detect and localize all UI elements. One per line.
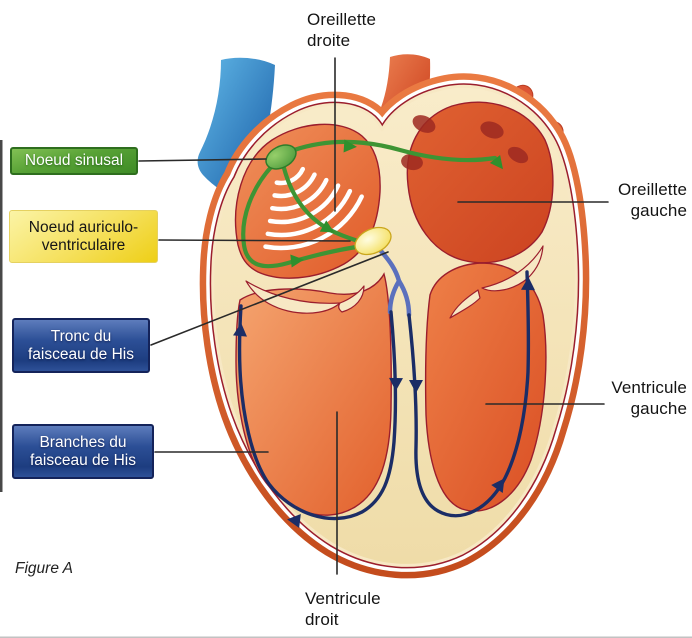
pointer-lines <box>138 57 609 575</box>
his-bundle <box>377 247 412 318</box>
navy-arrowheads <box>233 277 535 528</box>
label-oreillette-droite: Oreillette droite <box>307 10 377 51</box>
right-bundle-branch <box>237 304 398 521</box>
pointer-tronc-his <box>150 251 389 346</box>
callout-branches-faisceau-his: Branches du faisceau de His <box>12 424 154 479</box>
bundle-branches <box>237 270 531 521</box>
pointer-noeud-sinusal <box>138 158 267 162</box>
green-arrowheads <box>290 139 504 268</box>
figure-caption: Figure A <box>15 560 74 577</box>
pointer-noeud-av <box>158 239 351 242</box>
sinus-node <box>265 144 297 170</box>
label-ventricule-gauche: Ventricule gauche <box>611 378 687 419</box>
pulmonary-vein-openings <box>401 115 529 171</box>
left-atrium <box>406 101 554 264</box>
label-ventricule-droit: Ventricule droit <box>305 589 381 630</box>
label-oreillette-gauche: Oreillette gauche <box>617 180 687 221</box>
callout-noeud-sinusal: Noeud sinusal <box>10 147 138 175</box>
mitral-valve <box>449 245 544 319</box>
left-bundle-branch <box>407 270 531 518</box>
right-ventricle <box>235 272 392 516</box>
callout-tronc-faisceau-his: Tronc du faisceau de His <box>12 318 150 373</box>
callout-noeud-auriculo-ventriculaire: Noeud auriculo- ventriculaire <box>9 210 158 263</box>
scan-edge-left <box>0 140 3 492</box>
path-to-av-node-loop <box>241 163 359 269</box>
scan-edge-bottom <box>0 636 692 638</box>
path-to-left-atrium <box>291 139 498 163</box>
av-node <box>354 226 392 256</box>
